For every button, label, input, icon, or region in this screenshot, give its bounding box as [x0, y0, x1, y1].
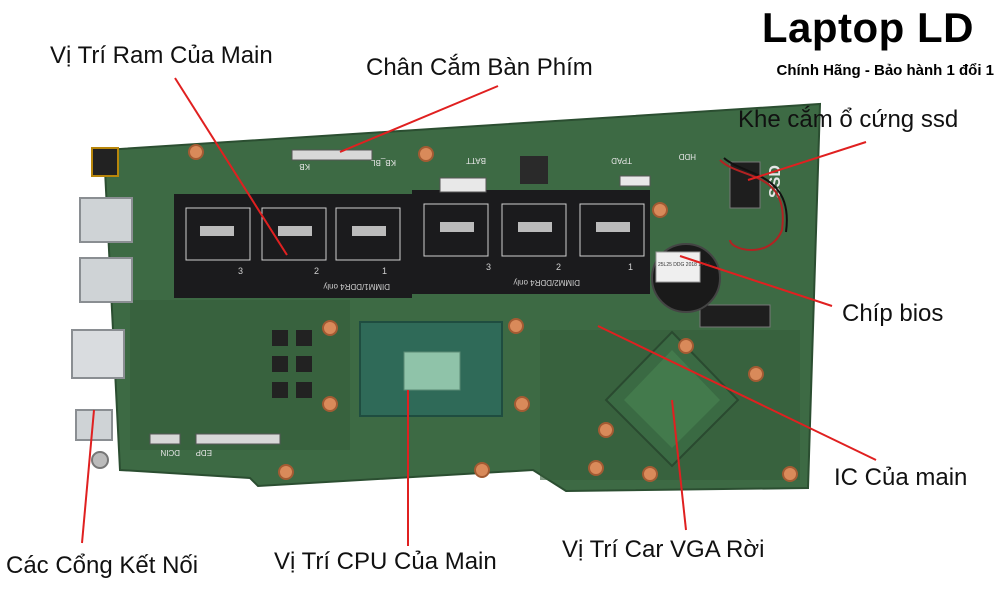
- cpu-die: [403, 351, 461, 391]
- kb-silk: KB: [299, 162, 310, 171]
- battery-wire: [719, 159, 784, 251]
- callout-ram: [174, 77, 288, 256]
- label-vga: Vị Trí Car VGA Rời: [562, 536, 765, 563]
- ram-shield-1: [174, 194, 412, 298]
- callout-ports: [81, 409, 95, 544]
- inductor-block: [520, 156, 548, 184]
- pcb-shade-1: [130, 300, 350, 450]
- label-ram: Vị Trí Ram Của Main: [50, 42, 273, 69]
- label-keyboard: Chân Cắm Bàn Phím: [366, 54, 593, 81]
- label-ssd: Khe cắm ổ cứng ssd: [738, 106, 959, 133]
- hdd-silk: HDD: [678, 152, 696, 161]
- bios-chip: [655, 251, 701, 283]
- bios-chip-text: 25L25 DDG 2018 11 26: [658, 262, 711, 268]
- label-ic: IC Của main: [834, 464, 968, 491]
- dimm1-silk: DIMM1/DDR4 only: [323, 282, 390, 291]
- vga-chip-inner: [624, 350, 720, 448]
- battery-wire-black: [723, 157, 788, 233]
- dc-jack: [91, 147, 119, 177]
- brand-title: Laptop LD: [761, 4, 974, 51]
- label-bios: Chíp bios: [842, 300, 944, 327]
- ram-step-1-b: 1: [628, 262, 633, 272]
- brand-subtitle: Chính Hãng - Bảo hành 1 đổi 1: [776, 62, 995, 79]
- usb-port-1: [79, 197, 133, 243]
- label-ports: Các Cổng Kết Nối: [6, 552, 199, 579]
- batt-connector: [439, 177, 487, 193]
- edp-silk: EDP: [196, 448, 212, 457]
- callout-ic: [597, 325, 877, 461]
- ram-step-3-a: 3: [238, 266, 243, 276]
- ram-step-1-a: 1: [382, 266, 387, 276]
- connection-ports: [71, 147, 133, 469]
- label-cpu: Vị Trí CPU Của Main: [274, 548, 497, 575]
- callout-keyboard: [339, 85, 499, 153]
- hdmi-port: [71, 329, 125, 379]
- dcin-silk: DCIN: [160, 448, 180, 457]
- ram-step-2-a: 2: [314, 266, 319, 276]
- callout-lines: [81, 77, 877, 546]
- inductors: [272, 330, 312, 398]
- kb-bl-silk: KB_BL: [371, 158, 396, 167]
- m2-slot: [699, 304, 771, 328]
- callout-bios: [679, 255, 833, 307]
- dimm2-silk: DIMM2/DDR4 only: [513, 278, 580, 287]
- callout-ssd: [747, 141, 867, 181]
- batt-silk: BATT: [466, 156, 486, 165]
- tpad-silk: TPAD: [611, 156, 632, 165]
- edp-connector: [195, 433, 281, 445]
- ram-step-icons: [200, 222, 630, 236]
- ram-step-3-b: 3: [486, 262, 491, 272]
- audio-jack: [91, 451, 109, 469]
- ram-shield-2: [412, 190, 650, 294]
- misc-connector: [149, 433, 181, 445]
- tpad-connector: [619, 175, 651, 187]
- ram-step-boxes-1: [185, 203, 645, 261]
- ram-slots: 3 2 1 3 2 1 DIMM1/DDR4 only DIMM2/DDR4 o…: [174, 190, 650, 298]
- usb-port-2: [79, 257, 133, 303]
- ram-step-2-b: 2: [556, 262, 561, 272]
- screw-pads: [188, 144, 798, 482]
- callout-vga: [671, 399, 687, 531]
- keyboard-connector: [291, 149, 373, 161]
